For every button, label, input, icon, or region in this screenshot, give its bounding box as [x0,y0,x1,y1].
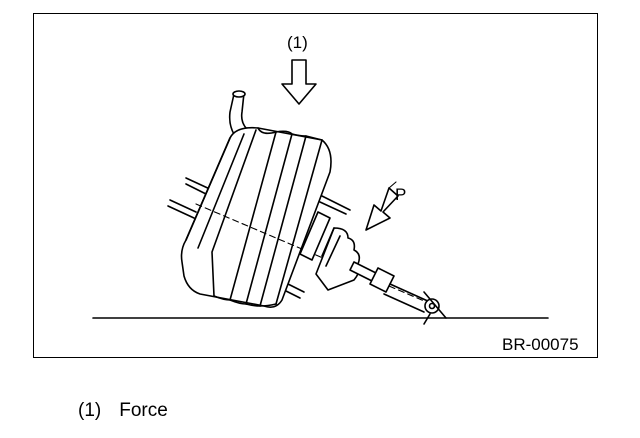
stud-bolt [167,205,195,219]
legend-text: Force [119,400,168,421]
force-callout-label: (1) [287,33,308,52]
stud-bolt [321,195,351,211]
push-rod [349,261,447,325]
figure-code: BR-00075 [502,335,579,354]
legend-number: (1) [78,400,102,421]
p-force-arrow [365,187,399,231]
legend: (1) Force [78,400,168,422]
stud-bolt [319,201,347,215]
p-force-label: P [395,185,407,204]
center-axis [195,203,437,307]
force-arrow [281,59,317,105]
stud-bolt [169,199,197,213]
p-leader [388,181,397,189]
rubber-boot [299,211,361,291]
booster-body [180,126,332,308]
vacuum-fitting-end [232,90,246,98]
